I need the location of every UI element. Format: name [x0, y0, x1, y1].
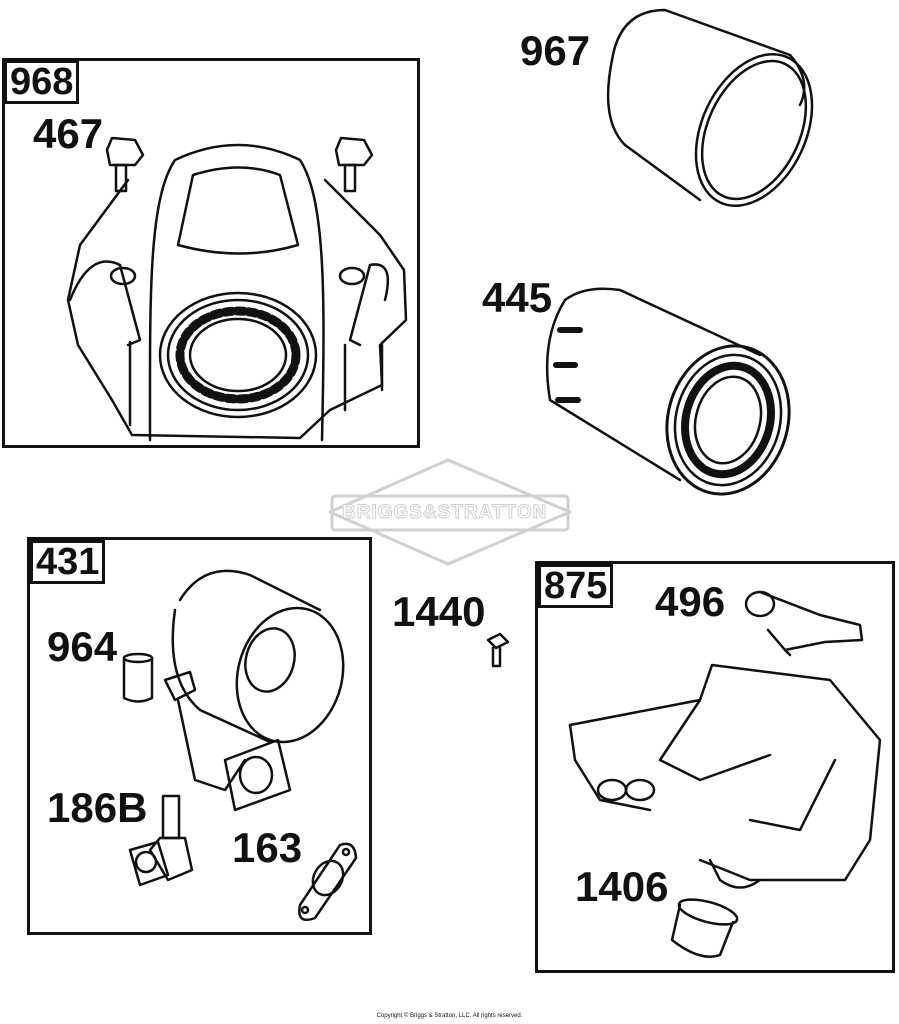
- brand-watermark-text: BRIGGS&STRATTON: [341, 502, 548, 523]
- cover-knob-part: [105, 136, 374, 193]
- pre-cleaner-sleeve-part: [606, 8, 814, 208]
- air-cleaner-base-part: [568, 663, 882, 889]
- brand-watermark-logo: [328, 458, 572, 566]
- group-frame-875: [535, 561, 895, 973]
- callout-467: 467: [33, 110, 104, 157]
- group-label-431: 431: [30, 540, 106, 584]
- breather-tube-part: [122, 652, 154, 703]
- air-cleaner-housing-part: [163, 569, 345, 812]
- group-frame-968: [2, 58, 420, 448]
- callout-967: 967: [520, 27, 591, 74]
- callout-186B: 186B: [47, 784, 148, 831]
- callout-445: 445: [482, 274, 553, 321]
- seal-part: [670, 898, 739, 958]
- callout-163: 163: [232, 824, 303, 871]
- callout-964: 964: [47, 623, 118, 670]
- air-cleaner-cover-part: [66, 143, 408, 442]
- group-label-875: 875: [538, 564, 614, 608]
- fuel-fitting-part: [744, 590, 864, 657]
- copyright-footer: Copyright © Briggs & Stratton, LLC. All …: [376, 1013, 523, 1019]
- gasket-part: [298, 842, 358, 922]
- elbow-fitting-part: [128, 794, 194, 887]
- screw-part: [486, 632, 510, 668]
- callout-496: 496: [655, 578, 726, 625]
- callout-1440: 1440: [392, 588, 486, 635]
- group-label-968: 968: [4, 60, 80, 104]
- air-filter-cartridge-part: [545, 287, 791, 496]
- callout-1406: 1406: [575, 863, 669, 910]
- group-frame-431: [27, 537, 372, 935]
